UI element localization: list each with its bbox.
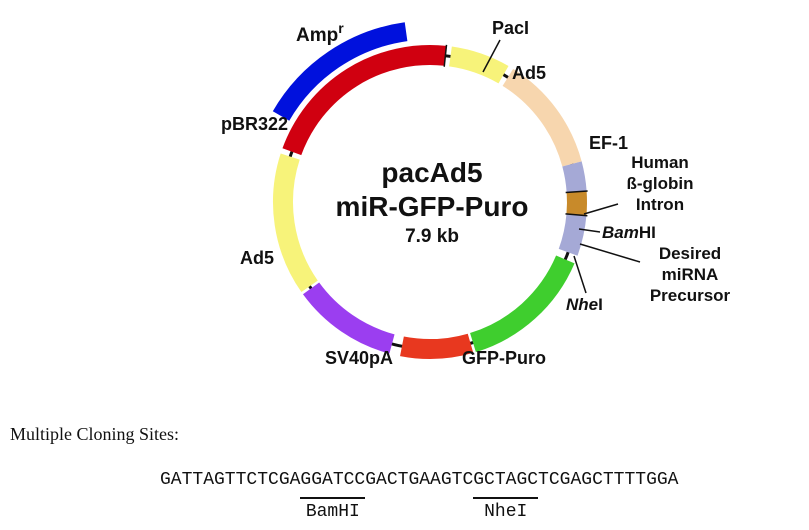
mcs-sequence: GATTAGTTCTCGAGGATCCGACTGAAGTCGCTAGCTCGAG… [160, 470, 679, 490]
label-intron-2: ß-globin [626, 174, 693, 193]
label-intron-1: Human [631, 153, 689, 172]
label-gfp-puro: GFP-Puro [462, 348, 546, 368]
label-sv40pa: SV40pA [325, 348, 393, 368]
label-nhei: NheI [566, 295, 603, 314]
bamhi-tick [565, 190, 588, 194]
plasmid-name-line2: miR-GFP-Puro [336, 191, 529, 222]
segment-ad5-3 [448, 46, 509, 84]
segment-ad5-5 [273, 153, 318, 293]
label-mirna-1: Desired [659, 244, 721, 263]
label-ad5-left: Ad5 [240, 248, 274, 268]
segment-sv40pa [302, 282, 395, 354]
paci-tick [443, 44, 448, 67]
site-underline-nhei [473, 497, 539, 499]
label-bamhi: BamHI [602, 223, 656, 242]
plasmid-map: pacAd5 miR-GFP-Puro 7.9 kb Ampr PacI Ad5… [221, 18, 731, 368]
label-intron-3: Intron [636, 195, 684, 214]
segment-pbr322 [282, 45, 447, 156]
site-label-nhei: NheI [484, 502, 528, 522]
label-ampr: Ampr [296, 20, 344, 46]
label-pbr322: pBR322 [221, 114, 288, 134]
bamhi-leader [578, 228, 601, 233]
nhei-leader [573, 255, 587, 294]
label-paci: PacI [492, 18, 529, 38]
label-mirna-3: Precursor [650, 286, 731, 305]
nhei-tick [565, 213, 588, 217]
segment-gfp-puro [469, 255, 575, 353]
mcs-title: Multiple Cloning Sites: [10, 424, 180, 444]
label-mirna-2: miRNA [662, 265, 719, 284]
site-label-bamhi: BamHI [305, 502, 360, 522]
label-ef1: EF-1 [589, 133, 628, 153]
plasmid-size: 7.9 kb [405, 226, 459, 247]
segment-intron-3 [558, 213, 587, 256]
intron-leader [583, 203, 619, 215]
mirna-leader [579, 243, 641, 263]
plasmid-name-line1: pacAd5 [381, 157, 482, 188]
segment-red-segment [400, 333, 474, 359]
segment-ef-1 [502, 68, 582, 167]
paci-leader [482, 39, 501, 73]
segment-desired-mirna-precursor [566, 191, 587, 216]
label-ad5-top: Ad5 [512, 63, 546, 83]
ampr-arc [272, 22, 408, 121]
segment-human-globin-intron [562, 161, 587, 193]
site-underline-bamhi [300, 497, 366, 499]
